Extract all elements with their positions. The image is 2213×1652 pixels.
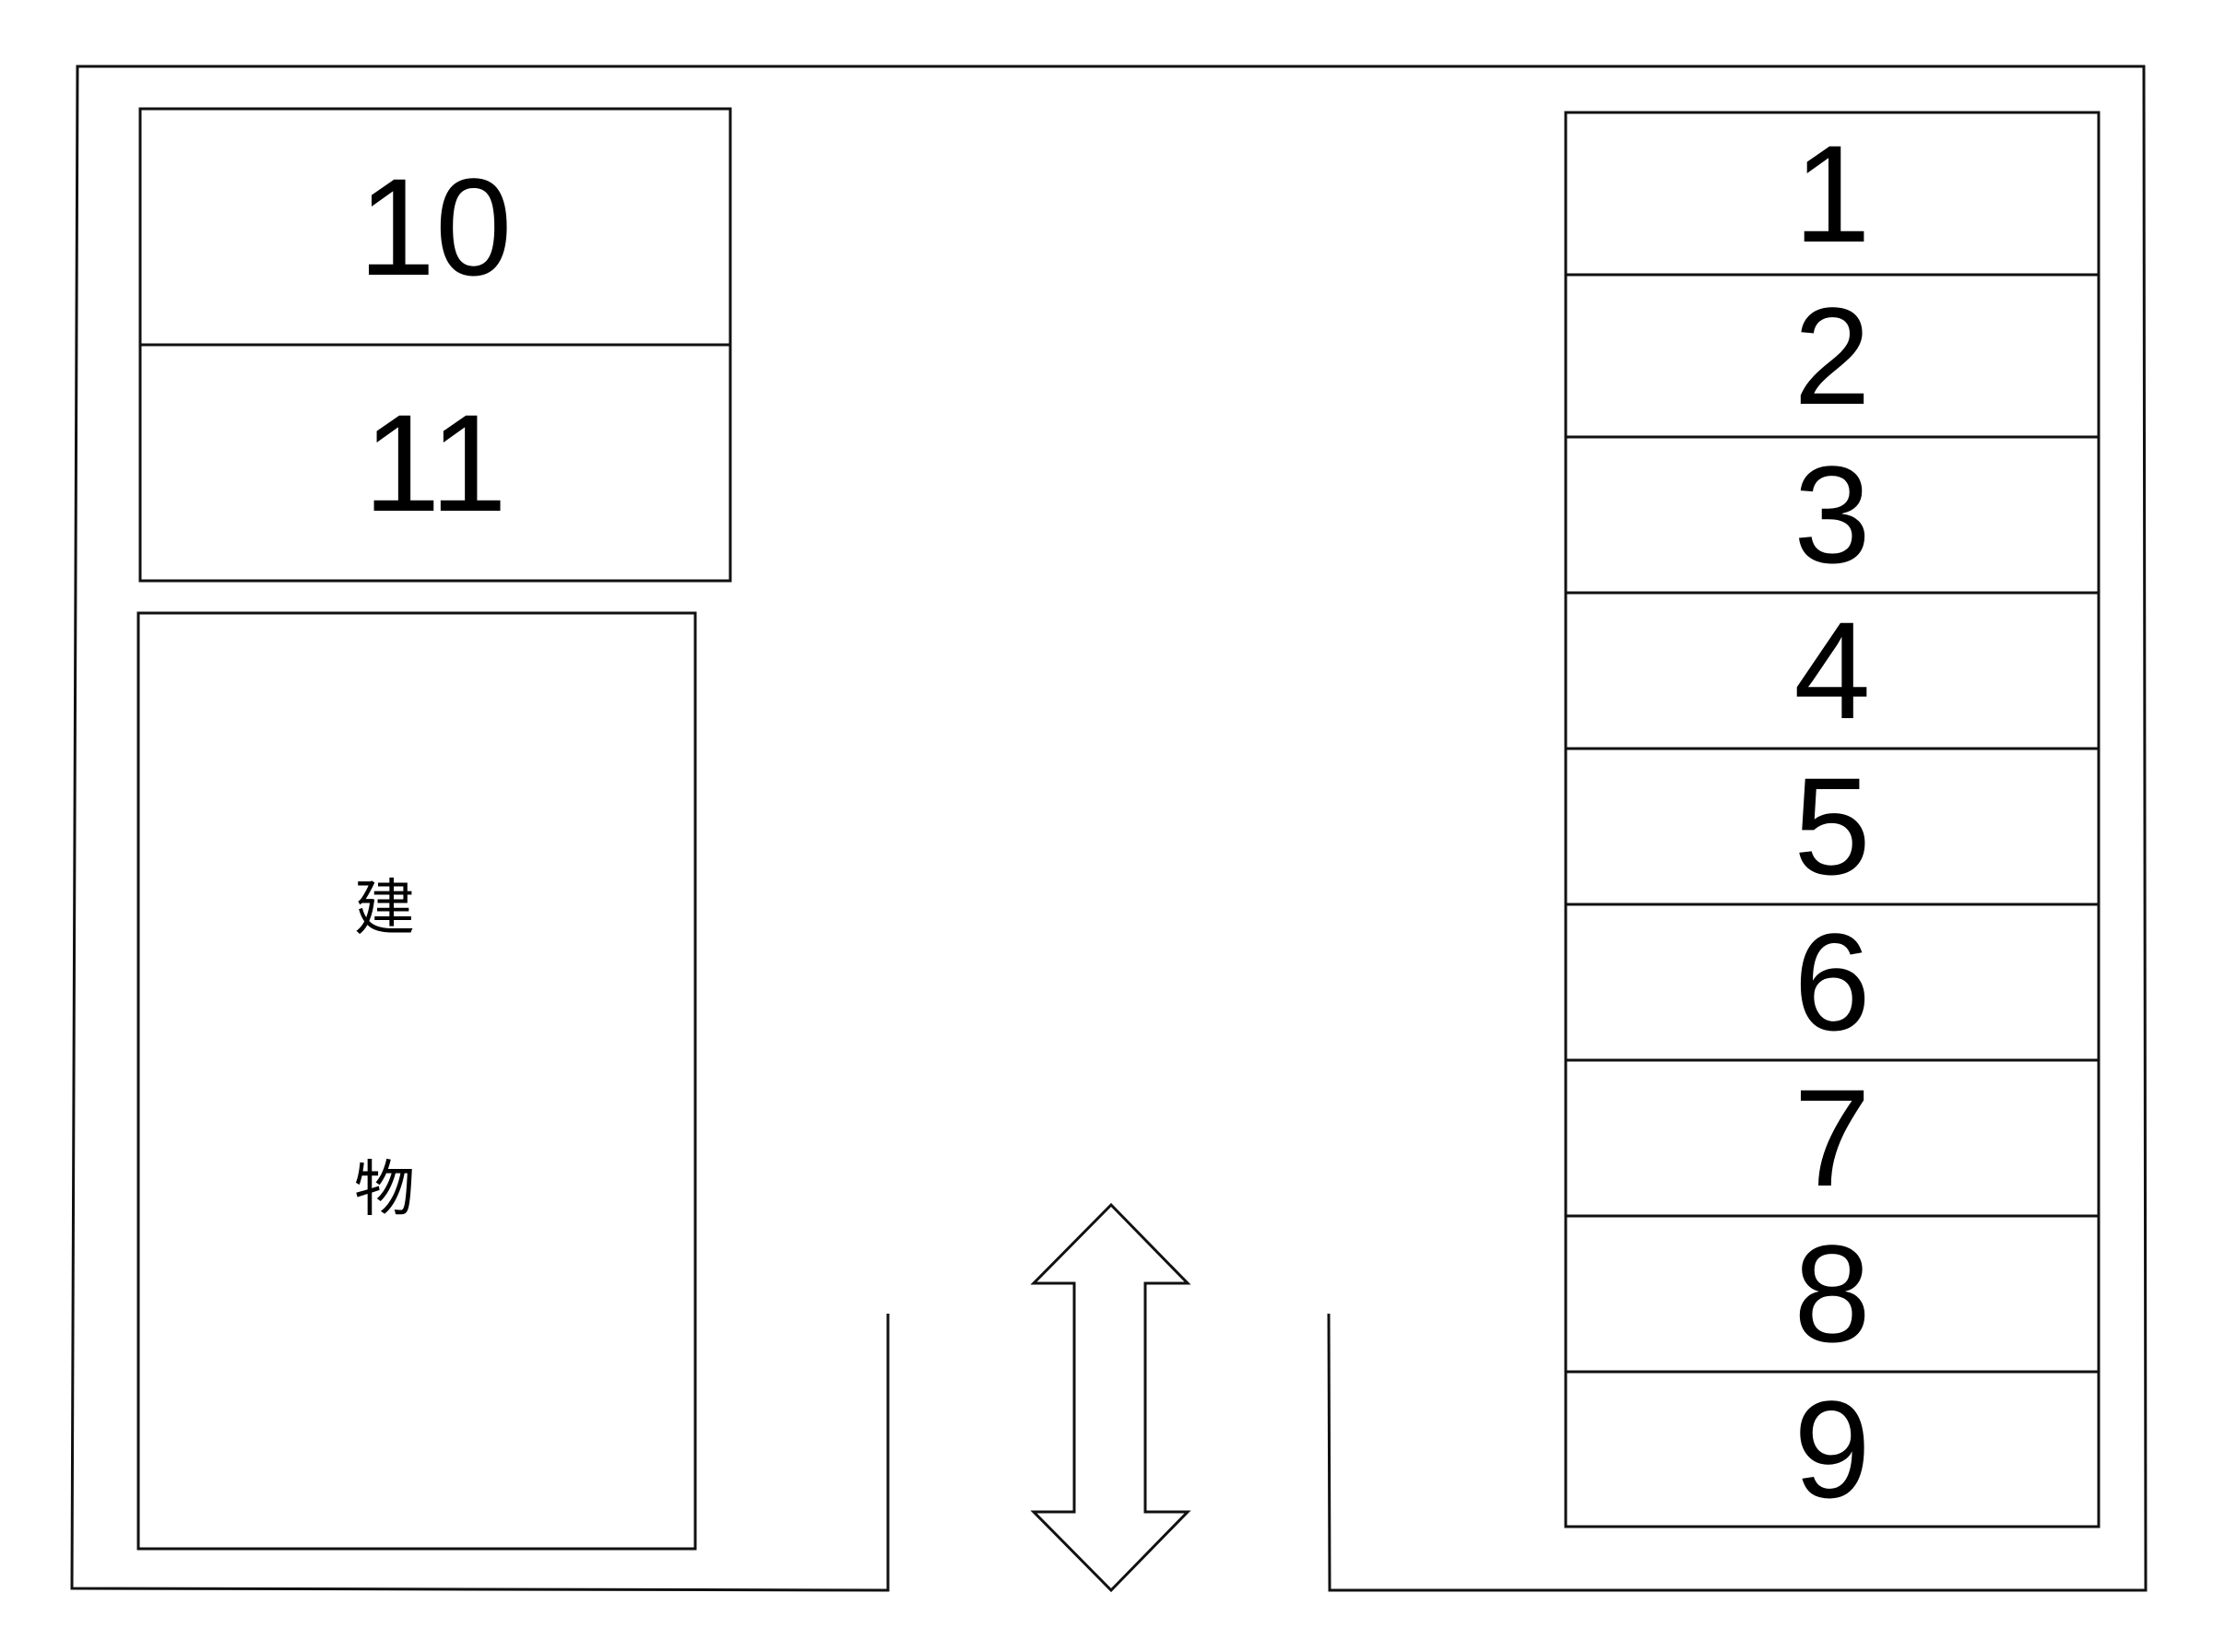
slot-6-label: 6 [1793, 904, 1870, 1059]
slot-3-label: 3 [1793, 437, 1870, 592]
slot-9-label: 9 [1793, 1372, 1870, 1527]
slot-5-label: 5 [1793, 749, 1870, 903]
slot-1-label: 1 [1793, 116, 1870, 271]
slot-8-label: 8 [1793, 1216, 1870, 1371]
slot-2-label: 2 [1793, 278, 1870, 433]
lot-boundary-left [70, 65, 2148, 1592]
double-vertical-arrow-icon [1030, 1202, 1191, 1593]
slot-9[interactable] [1564, 1370, 2101, 1528]
right-slot-block: 1 2 3 4 5 6 7 8 9 [1564, 111, 2101, 1528]
slot-7-label: 7 [1793, 1060, 1870, 1215]
building-label-char-1: 建 [354, 873, 415, 944]
building: 建 物 [136, 611, 697, 1551]
building-outline [136, 611, 697, 1551]
slot-11-label: 11 [363, 385, 507, 540]
slot-10-label: 10 [359, 149, 513, 304]
slot-4-label: 4 [1793, 593, 1870, 748]
left-slot-block: 10 11 [138, 107, 732, 583]
slot-11[interactable] [138, 343, 732, 583]
building-label-char-2: 物 [354, 1154, 415, 1225]
